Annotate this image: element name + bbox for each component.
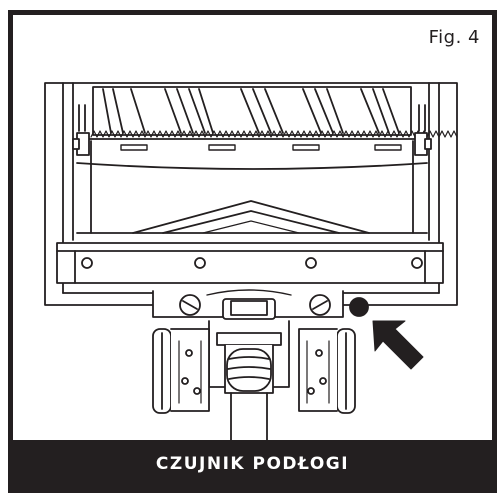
neck-base [152,289,344,320]
figure-frame: Fig. 4 [8,10,497,493]
comb-slots [120,144,402,151]
arrow-icon [372,320,424,370]
floor-sensor [349,297,369,317]
swivel-neck [208,320,290,440]
end-caps [72,104,432,156]
brush-head-drawing [44,82,458,440]
caption-bar: CZUJNIK PODŁOGI [13,440,492,488]
brush-roll [88,86,458,140]
figure-caption: CZUJNIK PODŁOGI [155,454,350,474]
intake-plate [76,140,428,234]
figure-label: Fig. 4 [428,27,480,48]
bumper-rail [56,242,444,284]
wheels [152,328,356,414]
